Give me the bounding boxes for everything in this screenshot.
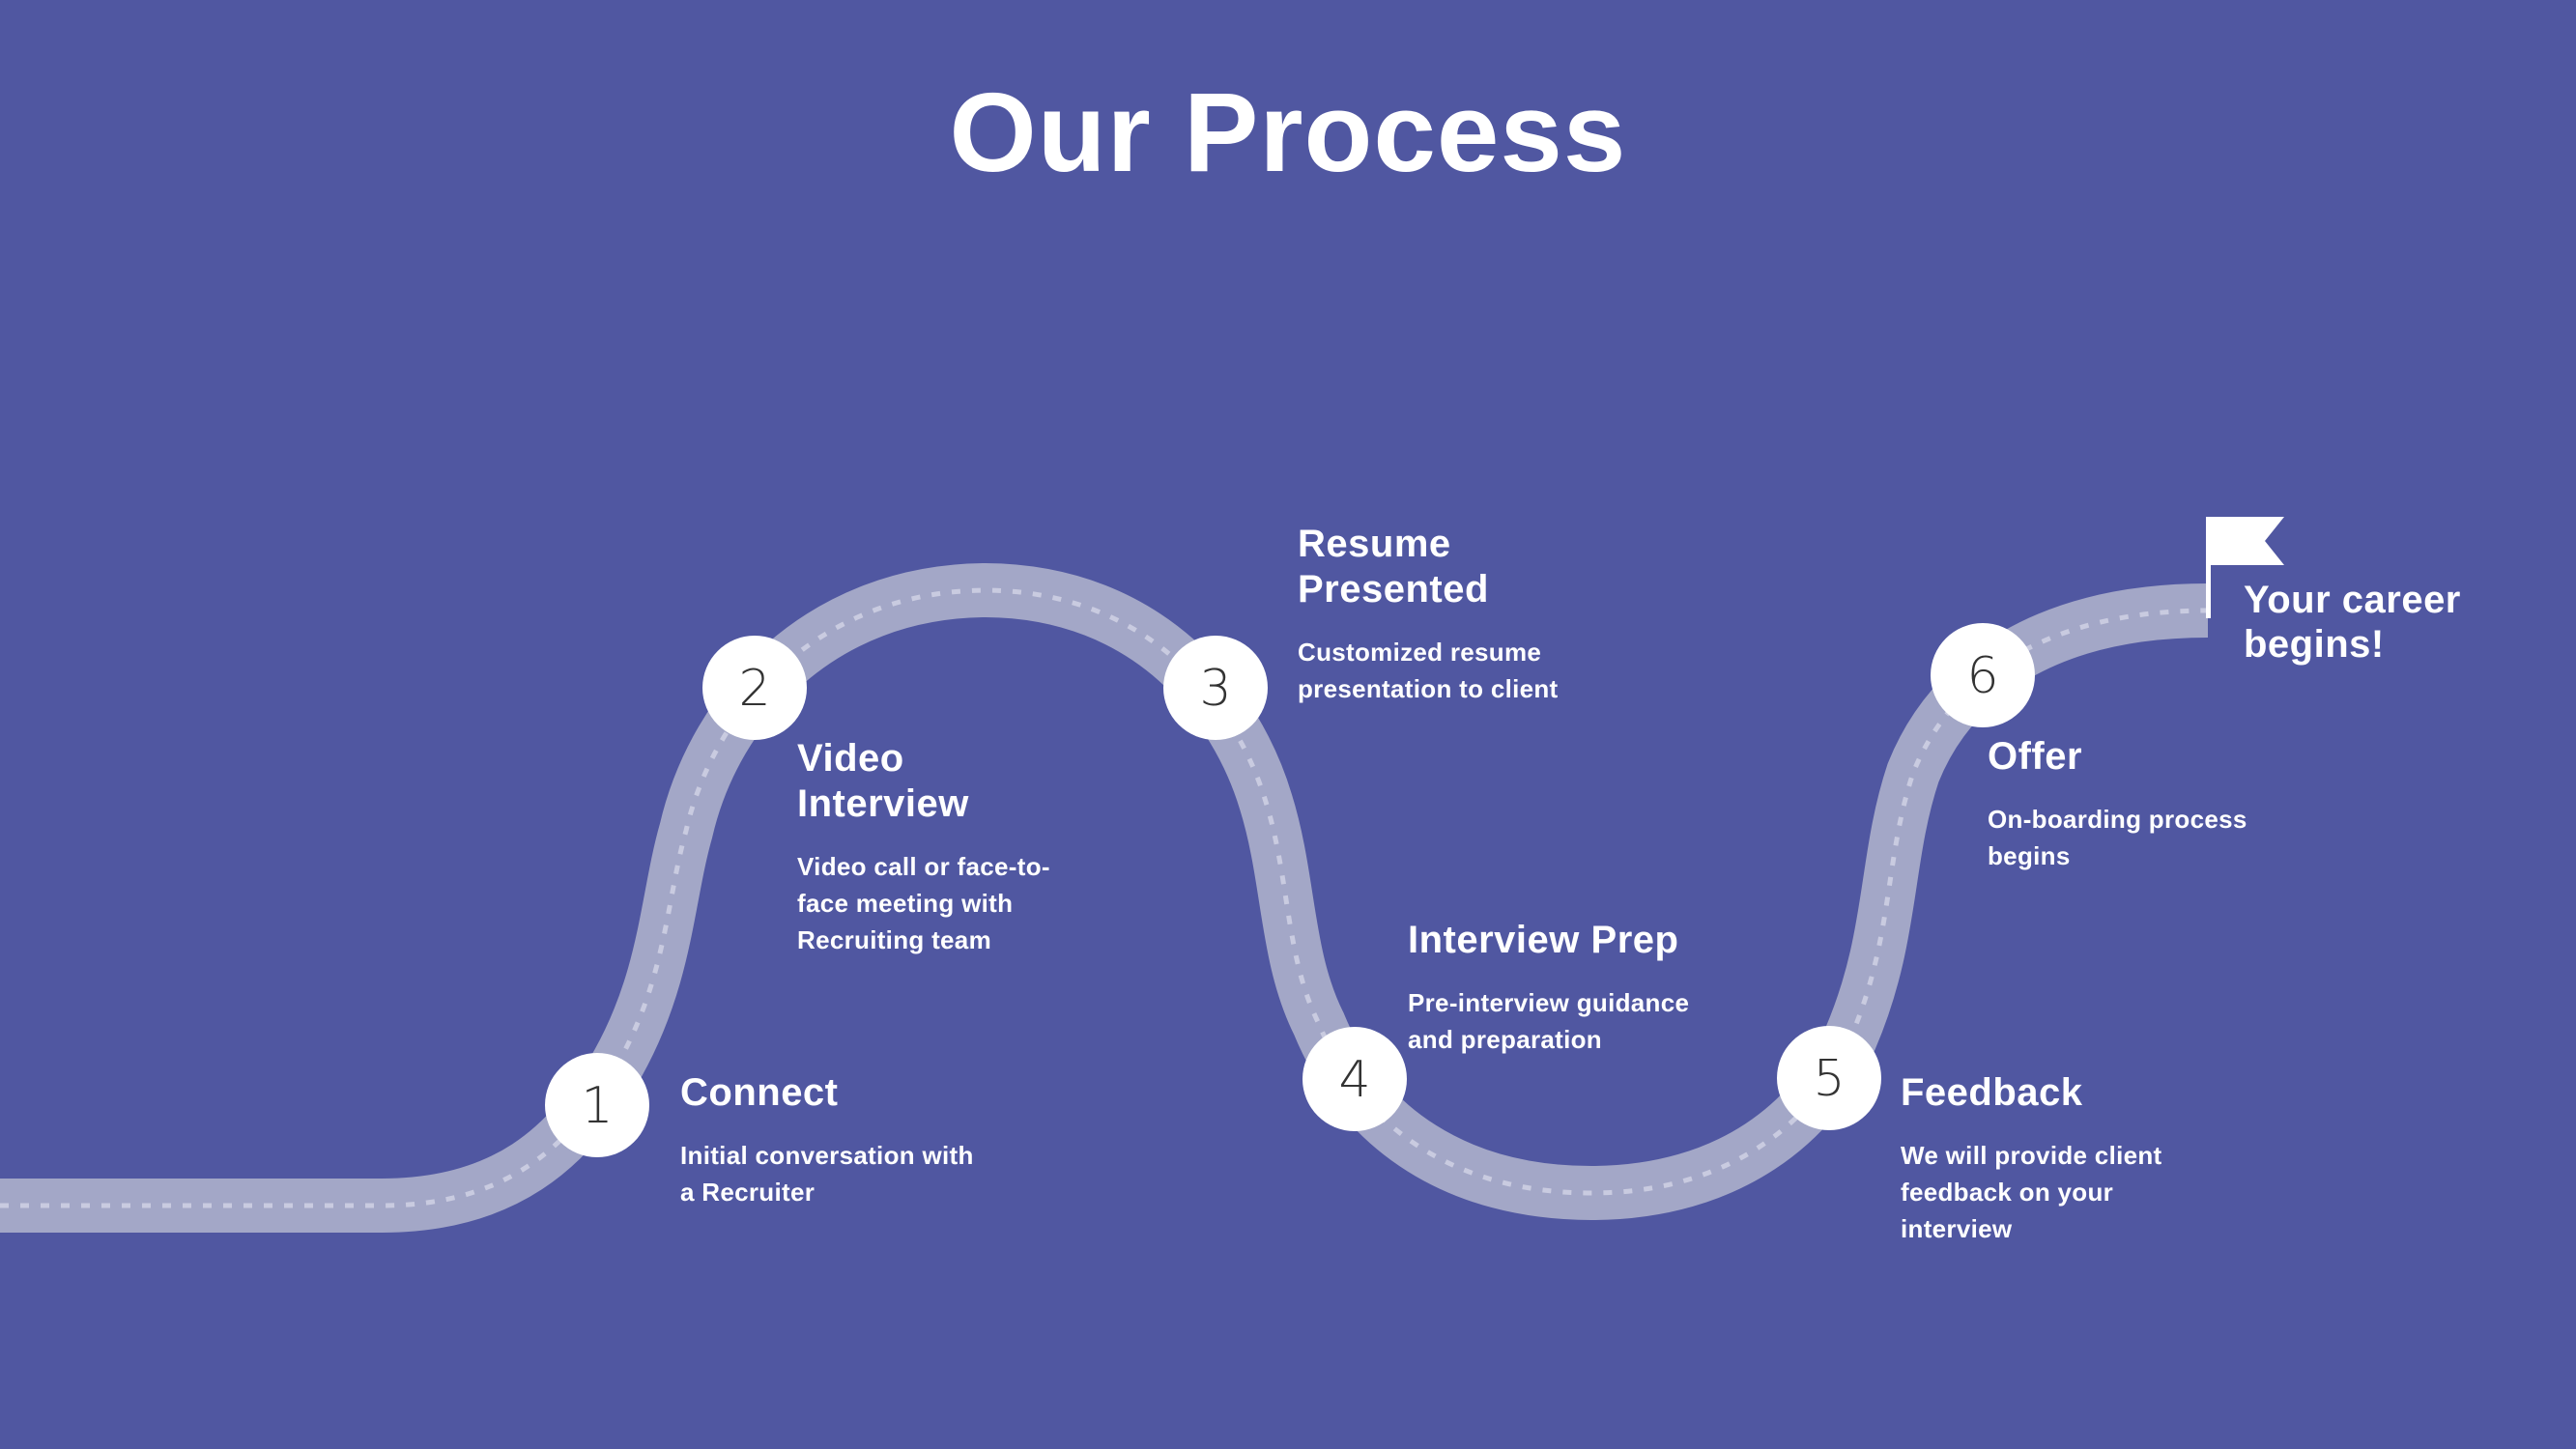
step-marker-3: 3 bbox=[1163, 636, 1268, 740]
step-interview-prep: Interview Prep Pre-interview guidance an… bbox=[1408, 918, 1689, 1058]
step-description: Pre-interview guidance and preparation bbox=[1408, 984, 1689, 1058]
flag-icon bbox=[2206, 517, 2284, 618]
step-heading: Offer bbox=[1988, 735, 2083, 778]
description-line: Customized resume bbox=[1298, 638, 1542, 667]
step-number-5: 5 bbox=[1813, 1050, 1845, 1108]
description-line: Video call or face-to- bbox=[797, 852, 1050, 881]
step-heading: Resume Presented bbox=[1298, 522, 1559, 612]
step-marker-1: 1 bbox=[545, 1053, 649, 1157]
description-line: presentation to client bbox=[1298, 674, 1559, 703]
step-connect: Connect Initial conversation with a Recr… bbox=[680, 1070, 974, 1210]
step-number-6: 6 bbox=[1966, 647, 1998, 705]
step-heading: Connect bbox=[680, 1071, 839, 1114]
heading-line: Interview bbox=[797, 782, 969, 825]
description-line: face meeting with bbox=[797, 889, 1014, 918]
step-description: We will provide client feedback on your … bbox=[1901, 1137, 2162, 1247]
description-line: feedback on your bbox=[1901, 1178, 2114, 1207]
step-description: On-boarding process begins bbox=[1988, 801, 2247, 874]
step-heading: Feedback bbox=[1901, 1071, 2083, 1114]
description-line: and preparation bbox=[1408, 1025, 1602, 1054]
heading-line: Video bbox=[797, 737, 904, 780]
step-number-3: 3 bbox=[1199, 660, 1231, 718]
step-resume-presented: Resume Presented Customized resume prese… bbox=[1298, 522, 1559, 707]
step-description: Video call or face-to- face meeting with… bbox=[797, 848, 1050, 958]
step-marker-6: 6 bbox=[1931, 623, 2035, 727]
step-heading: Interview Prep bbox=[1408, 919, 1679, 961]
step-offer: Offer On-boarding process begins bbox=[1988, 734, 2247, 874]
step-heading: Video Interview bbox=[797, 736, 1050, 827]
description-line: Pre-interview guidance bbox=[1408, 988, 1690, 1017]
step-marker-2: 2 bbox=[702, 636, 807, 740]
step-video-interview: Video Interview Video call or face-to- f… bbox=[797, 736, 1050, 958]
description-line: interview bbox=[1901, 1214, 2013, 1243]
description-line: begins bbox=[1988, 841, 2071, 870]
heading-line: Presented bbox=[1298, 568, 1489, 611]
step-description: Customized resume presentation to client bbox=[1298, 634, 1559, 707]
description-line: We will provide client bbox=[1901, 1141, 2162, 1170]
description-line: On-boarding process bbox=[1988, 805, 2247, 834]
description-line: a Recruiter bbox=[680, 1178, 816, 1207]
step-marker-4: 4 bbox=[1302, 1027, 1407, 1131]
step-number-2: 2 bbox=[738, 660, 770, 718]
finish-label-line: begins! bbox=[2244, 623, 2385, 666]
description-line: Recruiting team bbox=[797, 925, 991, 954]
step-feedback: Feedback We will provide client feedback… bbox=[1901, 1070, 2162, 1247]
page-title: Our Process bbox=[949, 70, 1627, 195]
road-path bbox=[0, 562, 2209, 1233]
step-marker-5: 5 bbox=[1777, 1026, 1881, 1130]
description-line: Initial conversation with bbox=[680, 1141, 974, 1170]
step-description: Initial conversation with a Recruiter bbox=[680, 1137, 974, 1210]
step-number-4: 4 bbox=[1338, 1051, 1370, 1109]
step-number-1: 1 bbox=[581, 1077, 613, 1135]
heading-line: Resume bbox=[1298, 523, 1451, 565]
finish-label: Your career begins! bbox=[2244, 578, 2461, 667]
finish-label-line: Your career bbox=[2244, 579, 2461, 621]
